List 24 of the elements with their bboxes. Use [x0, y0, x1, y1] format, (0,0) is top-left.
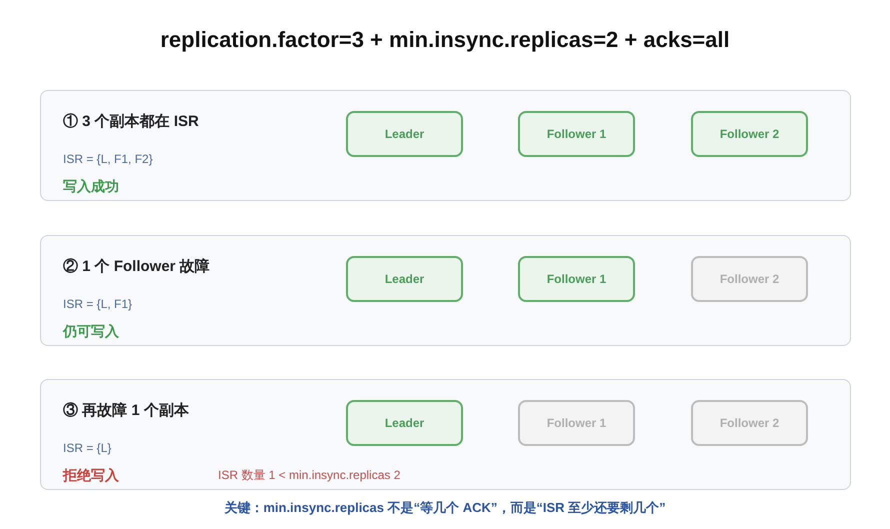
scenario-panel — [40, 379, 851, 490]
replica-box: Follower 1 — [518, 111, 635, 157]
diagram-title: replication.factor=3 + min.insync.replicas=2 + acks=all — [160, 26, 730, 54]
isr-set-text: ISR = {L, F1, F2} — [63, 151, 153, 168]
note-text: ISR 数量 1 < min.insync.replicas 2 — [218, 467, 400, 484]
replica-box: Follower 1 — [518, 256, 635, 302]
replica-box: Leader — [346, 256, 463, 302]
write-status: 拒绝写入 — [63, 466, 119, 485]
failed-replica-box: Follower 2 — [691, 400, 808, 446]
panel-heading: ① 3 个副本都在 ISR — [63, 112, 199, 132]
failed-replica-box: Follower 2 — [691, 256, 808, 302]
panel-heading: ② 1 个 Follower 故障 — [63, 257, 210, 277]
scenario-panel — [40, 90, 851, 201]
panel-heading: ③ 再故障 1 个副本 — [63, 401, 189, 421]
isr-set-text: ISR = {L} — [63, 440, 112, 457]
write-status: 仍可写入 — [63, 322, 119, 341]
write-status: 写入成功 — [63, 177, 119, 196]
replica-box: Leader — [346, 400, 463, 446]
replica-box: Leader — [346, 111, 463, 157]
failed-replica-box: Follower 1 — [518, 400, 635, 446]
isr-set-text: ISR = {L, F1} — [63, 296, 132, 313]
replica-box: Follower 2 — [691, 111, 808, 157]
scenario-panel — [40, 235, 851, 346]
caption-text: 关键：min.insync.replicas 不是“等几个 ACK”，而是“ISR 至少还要剩几个” — [224, 499, 666, 517]
